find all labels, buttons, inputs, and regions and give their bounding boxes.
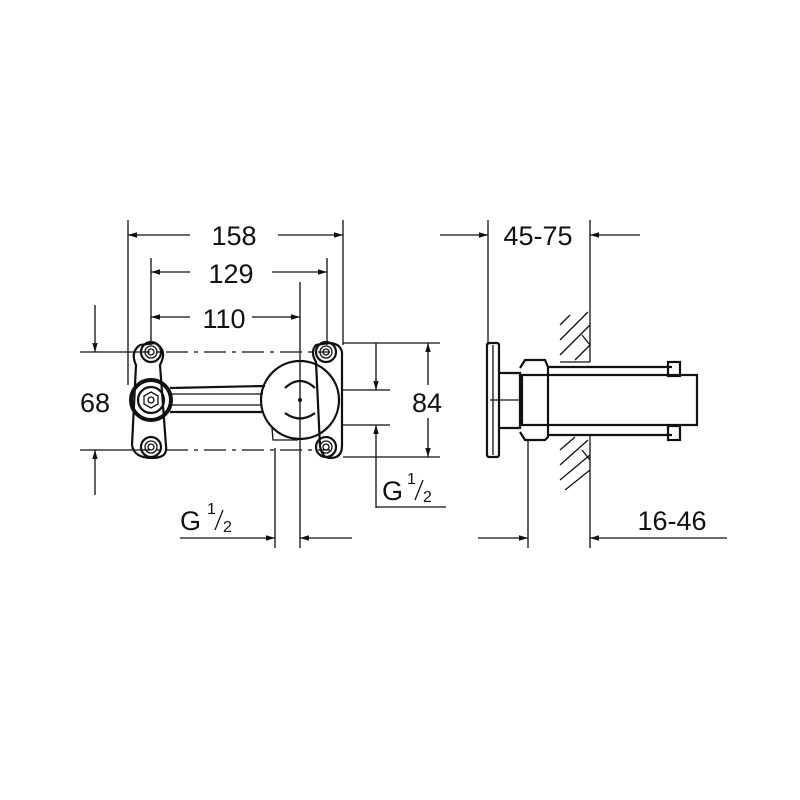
bolt-icon: [139, 435, 163, 459]
dimension-68: 68: [80, 305, 128, 495]
dimension-84: 84: [343, 342, 442, 458]
dimension-45-75: 45-75: [440, 220, 640, 345]
dimension-158: 158: [127, 220, 344, 385]
thread-side-letter: G: [382, 476, 403, 506]
dimension-129-label: 129: [208, 259, 253, 289]
dimension-16-46: 16-46: [478, 440, 727, 548]
dimension-158-label: 158: [211, 221, 256, 251]
dimension-68-label: 68: [80, 388, 110, 418]
dimension-45-75-label: 45-75: [503, 221, 572, 251]
mounting-frame-front: [128, 340, 344, 460]
thread-bottom-denominator: 2: [223, 519, 232, 536]
dimension-110-label: 110: [202, 304, 245, 334]
bolt-icon: [314, 435, 338, 459]
dimension-84-label: 84: [412, 388, 442, 418]
dimension-thread-side: G 1 2: [343, 343, 446, 508]
dimension-16-46-label: 16-46: [637, 506, 706, 536]
thread-bottom-letter: G: [180, 506, 201, 536]
thread-side-numerator: 1: [407, 471, 416, 488]
bolt-icon: [314, 340, 338, 364]
bolt-icon: [139, 340, 163, 364]
dimension-thread-bottom: G 1 2: [180, 448, 352, 548]
dimension-129: 129: [150, 258, 328, 345]
wall-hatch: [559, 310, 591, 491]
fitting-side: [485, 341, 699, 459]
thread-side-denominator: 2: [423, 489, 432, 506]
dimension-110: 110: [151, 282, 301, 548]
thread-bottom-numerator: 1: [207, 501, 216, 518]
